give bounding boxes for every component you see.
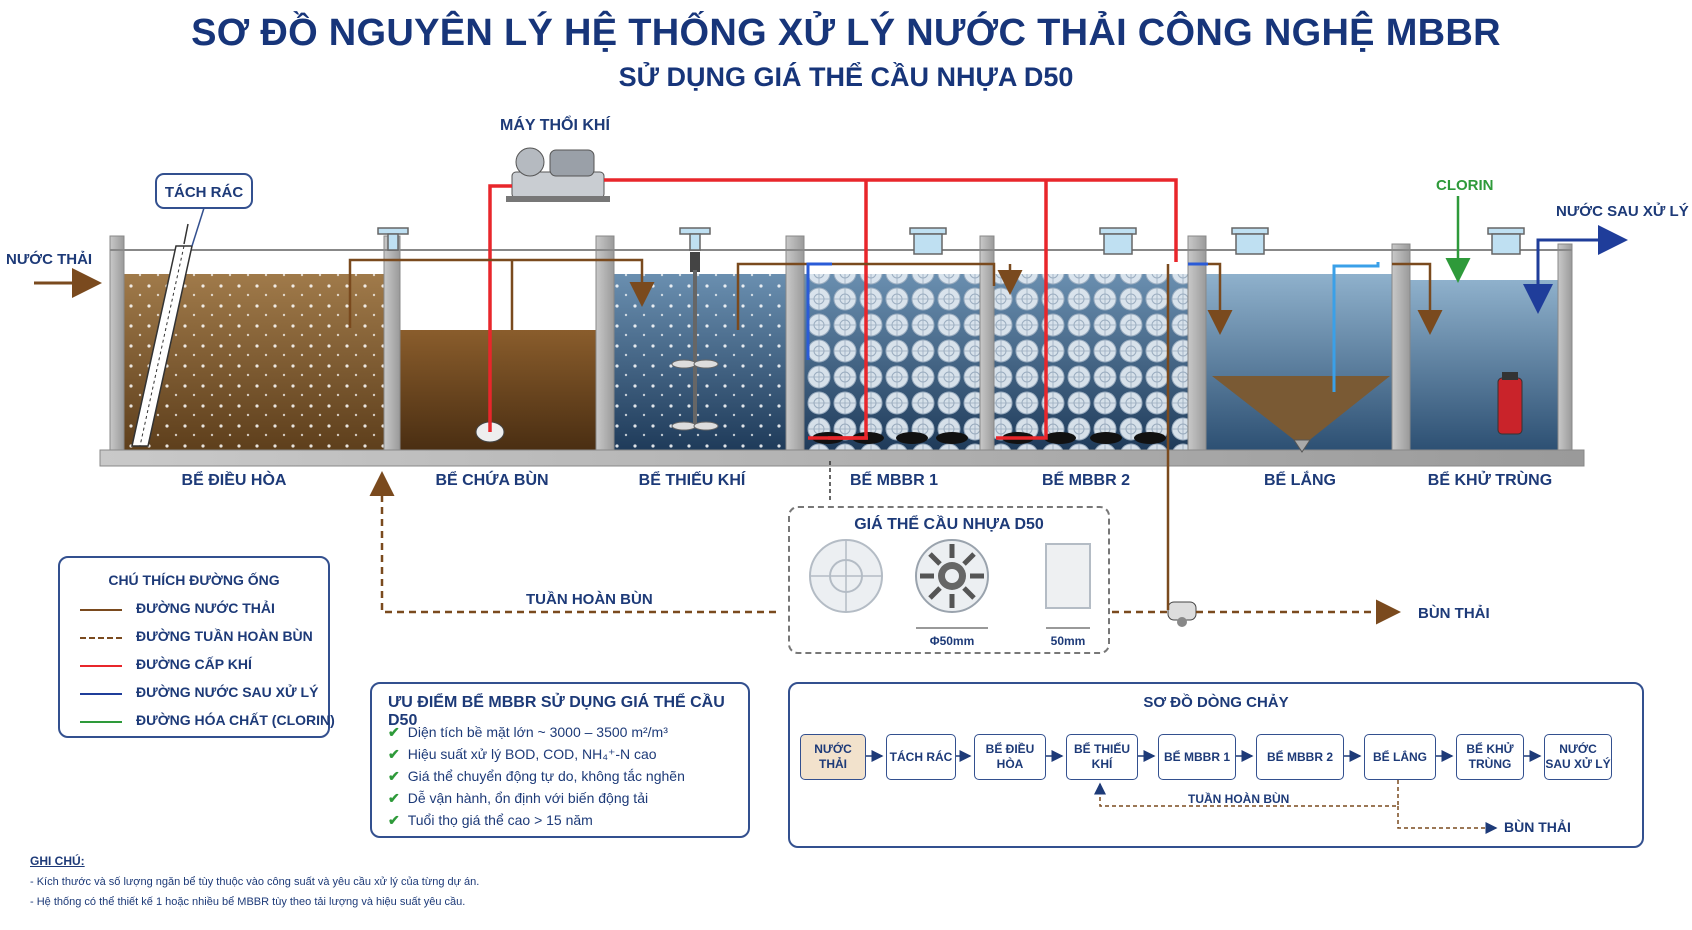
outlet-label: NƯỚC SAU XỬ LÝ [1556,202,1689,220]
treated-lines [806,225,1628,392]
advantage-item: ✔Hiệu suất xử lý BOD, COD, NH₄⁺-N cao [388,746,657,762]
bar-screen [131,223,193,447]
air-lines [488,178,1178,440]
media-title: GIÁ THỂ CẦU NHỰA D50 [854,516,1044,533]
flow-node-mbbr1: BỂ MBBR 1 [1158,734,1236,780]
flow-node-disinfection: BỂ KHỬ TRÙNG [1456,734,1524,780]
flow-node-anoxic: BỂ THIẾU KHÍ [1066,734,1138,780]
advantages-box: ƯU ĐIỂM BỂ MBBR SỬ DỤNG GIÁ THỂ CẦU D50 … [370,682,750,838]
advantage-item: ✔Tuổi thọ giá thể cao > 15 năm [388,812,593,828]
tank-label-equalization: BỂ ĐIỀU HÒA [181,472,287,489]
flow-arrows [866,750,1542,834]
advantages-title: ƯU ĐIỂM BỂ MBBR SỬ DỤNG GIÁ THỂ CẦU D50 [388,694,725,729]
screen-label: TÁCH RÁC [165,184,243,201]
flow-diagram-box: SƠ ĐỒ DÒNG CHẢY NƯỚC THẢI TÁCH RÁC BỂ ĐI… [788,682,1644,848]
advantage-item: ✔Dễ vận hành, ổn định với biến động tải [388,790,649,806]
media-dim-diameter: Φ50mm [929,634,975,648]
media-illustration [809,539,1091,629]
flow-node-clarifier: BỂ LẮNG [1364,734,1436,780]
wastewater-lines [34,258,1443,610]
advantage-item: ✔Giá thể chuyển động tự do, không tắc ng… [388,768,685,784]
mixer [671,252,719,431]
page-subtitle: SỬ DỤNG GIÁ THỂ CẦU NHỰA D50 [618,62,1074,92]
page-title: SƠ ĐỒ NGUYÊN LÝ HỆ THỐNG XỬ LÝ NƯỚC THẢI… [191,12,1501,54]
pipe-legend: CHÚ THÍCH ĐƯỜNG ỐNG ĐƯỜNG NƯỚC THẢI ĐƯỜN… [58,556,335,738]
disinfection-water [1410,280,1558,450]
air-blower [506,147,610,202]
tank-fills [124,274,1558,450]
legend-title: CHÚ THÍCH ĐƯỜNG ỐNG [108,572,280,588]
note-item: - Hệ thống có thể thiết kế 1 hoặc nhiều … [30,896,466,908]
notes-title: GHI CHÚ: [30,854,85,868]
tank-label-sludge: BỂ CHỨA BÙN [435,472,549,489]
manhole-covers [377,227,1525,255]
recirc-label: TUẦN HOÀN BÙN [526,590,653,608]
chlorine-label: CLORIN [1436,177,1494,194]
check-icon: ✔ [388,768,400,784]
flow-node-screen: TÁCH RÁC [886,734,956,780]
flow-title: SƠ ĐỒ DÒNG CHẢY [1143,694,1289,711]
flow-node-mbbr2: BỂ MBBR 2 [1256,734,1344,780]
media-dim-height: 50mm [1050,634,1086,648]
waste-sludge-label: BÙN THẢI [1418,604,1490,622]
blower-label: MÁY THỔI KHÍ [500,115,610,134]
note-item: - Kích thước và số lượng ngăn bể tùy thu… [30,876,480,888]
clarifier-sludge-cone [1212,376,1390,446]
tank-walls [99,235,1585,467]
inlet-label: NƯỚC THẢI [6,250,92,268]
media-detail-box: GIÁ THỂ CẦU NHỰA D50 Φ50mm 50mm [788,506,1110,654]
check-icon: ✔ [388,812,400,828]
flow-node-equalization: BỂ ĐIỀU HÒA [974,734,1046,780]
pumps [475,372,1523,627]
tank-label-anoxic: BỂ THIẾU KHÍ [638,472,746,489]
flow-waste-label: BÙN THẢI [1504,819,1571,835]
tank-label-mbbr2: BỂ MBBR 2 [1041,472,1130,489]
sludge-recirc-lines [369,458,1401,625]
flow-node-inlet: NƯỚC THẢI [800,734,866,780]
check-icon: ✔ [388,724,400,740]
tank-label-mbbr1: BỂ MBBR 1 [849,472,938,489]
flow-recirc-label: TUẦN HOÀN BÙN [1188,792,1290,806]
tank-label-disinfection: BỂ KHỬ TRÙNG [1427,472,1553,489]
check-icon: ✔ [388,790,400,806]
dosing-pump [1497,377,1523,435]
flow-node-outlet: NƯỚC SAU XỬ LÝ [1544,734,1612,780]
advantage-item: ✔Diện tích bề mặt lớn ~ 3000 – 3500 m²/m… [388,724,668,740]
check-icon: ✔ [388,746,400,762]
tank-label-clarifier: BỂ LẮNG [1264,472,1336,489]
